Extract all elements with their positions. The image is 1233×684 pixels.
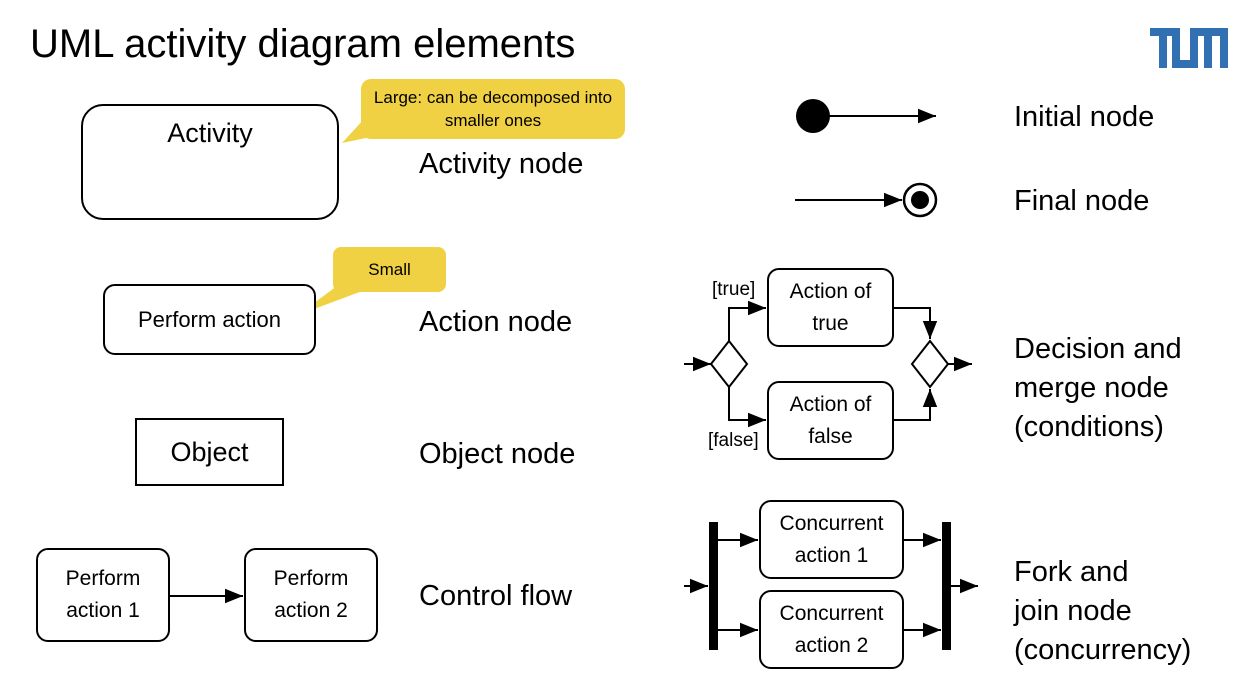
fork-label-line-3: (concurrency): [1014, 634, 1192, 666]
concurrent-action-2-text: Concurrent action 2: [779, 601, 884, 657]
control-flow-label: Control flow: [419, 580, 573, 612]
perform-action-2-text: Perform action 2: [273, 567, 349, 622]
guard-true: [true]: [712, 279, 756, 300]
fork-bar: [709, 522, 718, 650]
join-bar: [942, 522, 951, 650]
action-of-false-text: Action of false: [789, 392, 872, 448]
action-of-false-box: Action of false: [767, 381, 894, 460]
page-title: UML activity diagram elements: [30, 22, 576, 66]
perform-action-1-text: Perform action 1: [65, 567, 141, 622]
object-box: Object: [135, 418, 284, 486]
concurrent-action-1-text: Concurrent action 1: [779, 511, 884, 567]
tum-logo: [1150, 28, 1228, 68]
action-box-text: Perform action: [137, 307, 282, 332]
merge-node-icon: [910, 339, 950, 389]
activity-box-text: Activity: [167, 118, 253, 148]
concurrent-action-1-box: Concurrent action 1: [759, 500, 904, 579]
activity-node-label: Activity node: [419, 148, 584, 180]
object-box-text: Object: [170, 436, 249, 467]
activity-note: Large: can be decomposed into smaller on…: [361, 79, 625, 139]
guard-false: [false]: [708, 430, 759, 451]
decision-label-line-1: Decision and: [1014, 333, 1182, 365]
decision-node-icon: [709, 339, 749, 389]
fork-label-line-1: Fork and: [1014, 556, 1129, 588]
action-of-true-text: Action of true: [789, 279, 872, 335]
final-node-label: Final node: [1014, 185, 1150, 217]
perform-action-2-box: Perform action 2: [244, 548, 378, 642]
action-of-true-box: Action of true: [767, 268, 894, 347]
decision-label-line-2: merge node: [1014, 372, 1169, 404]
object-node-label: Object node: [419, 438, 576, 470]
initial-node-icon: [796, 99, 830, 133]
decision-merge-label: Decision and merge node (conditions): [1014, 330, 1182, 447]
decision-label-line-3: (conditions): [1014, 411, 1164, 443]
initial-node-label: Initial node: [1014, 101, 1155, 133]
fork-label-line-2: join node: [1014, 595, 1132, 627]
activity-box: Activity: [81, 104, 339, 220]
perform-action-1-box: Perform action 1: [36, 548, 170, 642]
fork-join-label: Fork and join node (concurrency): [1014, 553, 1191, 670]
action-node-label: Action node: [419, 306, 573, 338]
action-box: Perform action: [103, 284, 316, 355]
concurrent-action-2-box: Concurrent action 2: [759, 590, 904, 669]
action-note: Small: [333, 247, 446, 292]
